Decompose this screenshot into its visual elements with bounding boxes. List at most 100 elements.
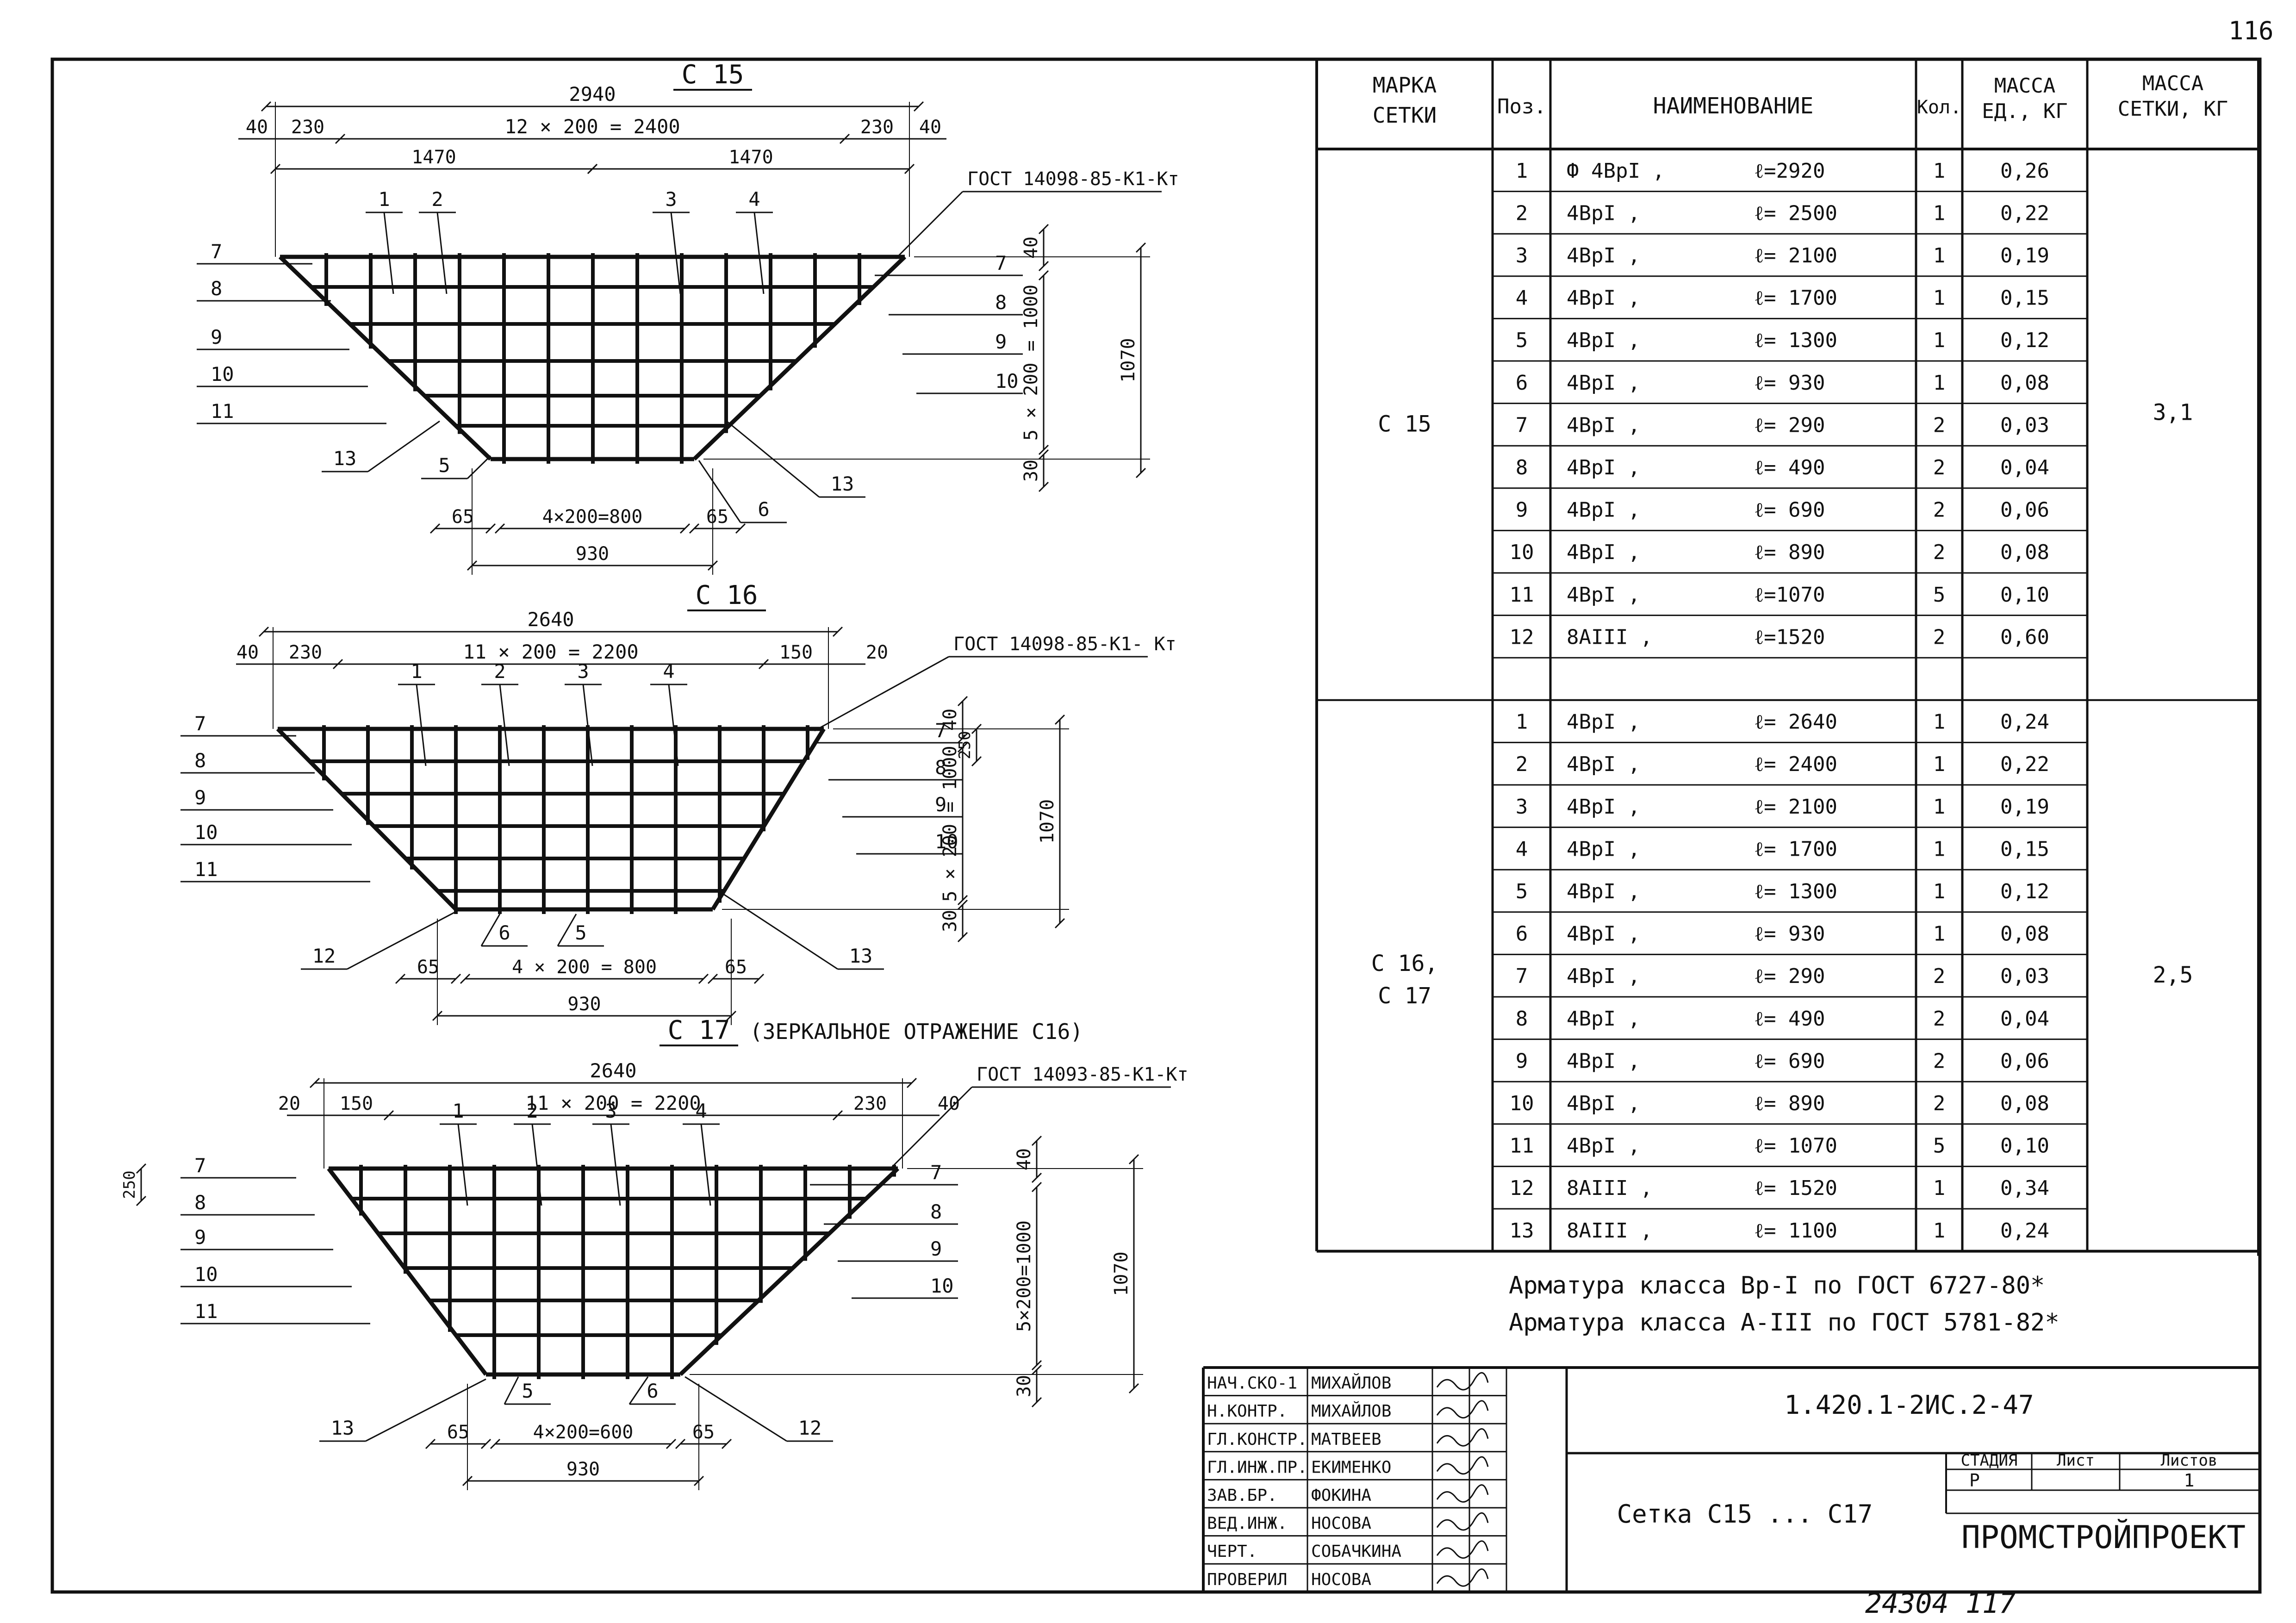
cell-name: 8АIII , (1567, 1176, 1652, 1200)
dim-top-offset-tick (1031, 1172, 1042, 1183)
pos-callout-leader (722, 892, 838, 970)
cell-name: 4ВрI , (1567, 201, 1640, 225)
cell-name: 4ВрI , (1567, 1092, 1640, 1115)
dim-left-offset: 230 (289, 642, 322, 663)
cell-length: ℓ= 890 (1754, 541, 1825, 564)
pos-callout-right: 8 (930, 1200, 942, 1223)
pos-callout-leader (365, 1378, 486, 1442)
dim-left-offset: 230 (291, 117, 324, 138)
pos-callout-bottom: 13 (831, 473, 854, 495)
note-reinforcement-vr1: Арматура класса Вр-I по ГОСТ 6727-80* (1509, 1272, 2045, 1300)
pos-callout-right: 7 (930, 1161, 942, 1184)
pos-callout-bottom: 5 (438, 454, 450, 477)
cell-quantity: 1 (1933, 159, 1946, 183)
pos-callout-left: 10 (194, 1263, 218, 1286)
cell-name: 4ВрI , (1567, 498, 1640, 522)
dim-total-height-tick (1128, 1383, 1139, 1394)
cell-unit-mass: 0,08 (2000, 1092, 2049, 1115)
dim-left-end: 40 (236, 642, 259, 663)
note-reinforcement-a3: Арматура класса А-III по ГОСТ 5781-82* (1509, 1309, 2060, 1337)
header-mass-unit: МАССА (1994, 74, 2055, 98)
cell-unit-mass: 0,24 (2000, 710, 2049, 734)
dim-bottom-offset-value: 30 (1020, 460, 1042, 482)
dim-bottom-right-65-value: 65 (706, 506, 728, 528)
cell-quantity: 2 (1933, 1049, 1946, 1073)
sheets-value: 1 (2184, 1470, 2195, 1491)
dim-bottom-left-65-tick (429, 523, 441, 534)
dim-bottom-offset-tick (1038, 449, 1049, 460)
dim-total-height-tick (1128, 1154, 1139, 1165)
dim-bottom-left-65-value: 65 (452, 506, 474, 528)
signature-mark (1436, 1428, 1489, 1447)
staff-name: МИХАЙЛОВ (1311, 1374, 1391, 1393)
dim-overall-tick (261, 101, 272, 112)
pos-callout-left: 7 (194, 1154, 206, 1177)
header-mark: СЕТКИ (1373, 103, 1437, 128)
cell-quantity: 2 (1933, 413, 1946, 437)
dim-top-offset-tick (957, 696, 968, 707)
dim-bottom-offset-value: 30 (1014, 1375, 1035, 1397)
pos-callout-leader (347, 911, 456, 970)
cell-position: 8 (1516, 1007, 1528, 1031)
pos-callout-leader (367, 420, 440, 473)
staff-name: СОБАЧКИНА (1311, 1542, 1401, 1561)
gost-label: ГОСТ 14098-85-К1-Кт (967, 168, 1179, 190)
dim-height-spacing-tick (1038, 270, 1049, 281)
cell-unit-mass: 0,04 (2000, 1007, 2049, 1031)
mesh-right-side-bar (692, 255, 907, 461)
dim-height-spacing-tick (1031, 1181, 1042, 1193)
staff-role: ПРОВЕРИЛ (1207, 1570, 1287, 1589)
dim-top-offset-value: 40 (1014, 1148, 1035, 1170)
dim-bottom-right-65-tick (675, 1438, 686, 1449)
dim-250-value: 250 (956, 731, 974, 759)
dim-half-right-value: 1470 (728, 147, 773, 168)
dim-bottom-left-65-tick (425, 1438, 436, 1449)
staff-name: МИХАЙЛОВ (1311, 1401, 1391, 1421)
cell-name: 4ВрI , (1567, 1007, 1640, 1031)
pos-callout-top: 4 (695, 1100, 707, 1122)
pos-callout-leader (753, 212, 765, 294)
dim-bottom-right-65-value: 65 (692, 1422, 715, 1443)
dim-middle-spacing-value: 11 × 200 = 2200 (525, 1092, 701, 1114)
pos-callout-leader (436, 212, 448, 294)
cell-position: 8 (1516, 456, 1528, 479)
dim-bottom-middle-tick (460, 973, 471, 984)
pos-callout-leader (610, 1124, 621, 1206)
dim-overall-value: 2640 (590, 1059, 636, 1082)
dim-middle-spacing-value: 11 × 200 = 2200 (463, 640, 638, 663)
cell-length: ℓ= 1300 (1754, 880, 1837, 903)
pos-callout-right: 10 (930, 1275, 954, 1297)
cell-unit-mass: 0,15 (2000, 286, 2049, 310)
cell-position: 2 (1516, 752, 1528, 776)
dim-height-spacing-tick (1031, 1360, 1042, 1371)
cell-quantity: 2 (1933, 498, 1946, 522)
dim-bottom-middle-tick (698, 973, 709, 984)
gost-leader (888, 1086, 973, 1171)
cell-length: ℓ= 930 (1754, 922, 1825, 946)
cell-position: 5 (1516, 329, 1528, 352)
pos-callout-left: 11 (194, 1300, 218, 1323)
cell-name: 4ВрI , (1567, 922, 1640, 946)
pos-callout-left: 8 (194, 749, 206, 772)
pos-callout-left: 9 (211, 326, 222, 348)
pos-callout-leader (670, 212, 681, 294)
pos-callout-left: 10 (194, 821, 218, 844)
cell-length: ℓ= 2100 (1754, 244, 1837, 267)
dim-bottom-right-65-value: 65 (725, 957, 747, 978)
cell-position: 1 (1516, 159, 1528, 183)
dim-bottom-middle-tick (666, 1438, 677, 1449)
pos-callout-bottom: 13 (333, 447, 357, 470)
dim-bottom-middle-value: 4×200=600 (533, 1422, 634, 1443)
cell-mark: С 15 (1378, 411, 1431, 437)
staff-name: ЕКИМЕНКО (1311, 1458, 1391, 1477)
header-pos: Поз. (1497, 95, 1546, 118)
cell-length: ℓ= 2640 (1754, 710, 1837, 734)
cell-quantity: 2 (1933, 964, 1946, 988)
pos-callout-top: 3 (577, 660, 589, 683)
cell-length: ℓ=2920 (1754, 159, 1825, 183)
dim-middle-spacing-value: 12 × 200 = 2400 (504, 115, 680, 138)
cell-length: ℓ= 690 (1754, 1049, 1825, 1073)
staff-role: Н.КОНТР. (1207, 1402, 1287, 1421)
pos-callout-left: 7 (211, 240, 222, 263)
cell-length: ℓ= 1700 (1754, 286, 1837, 310)
